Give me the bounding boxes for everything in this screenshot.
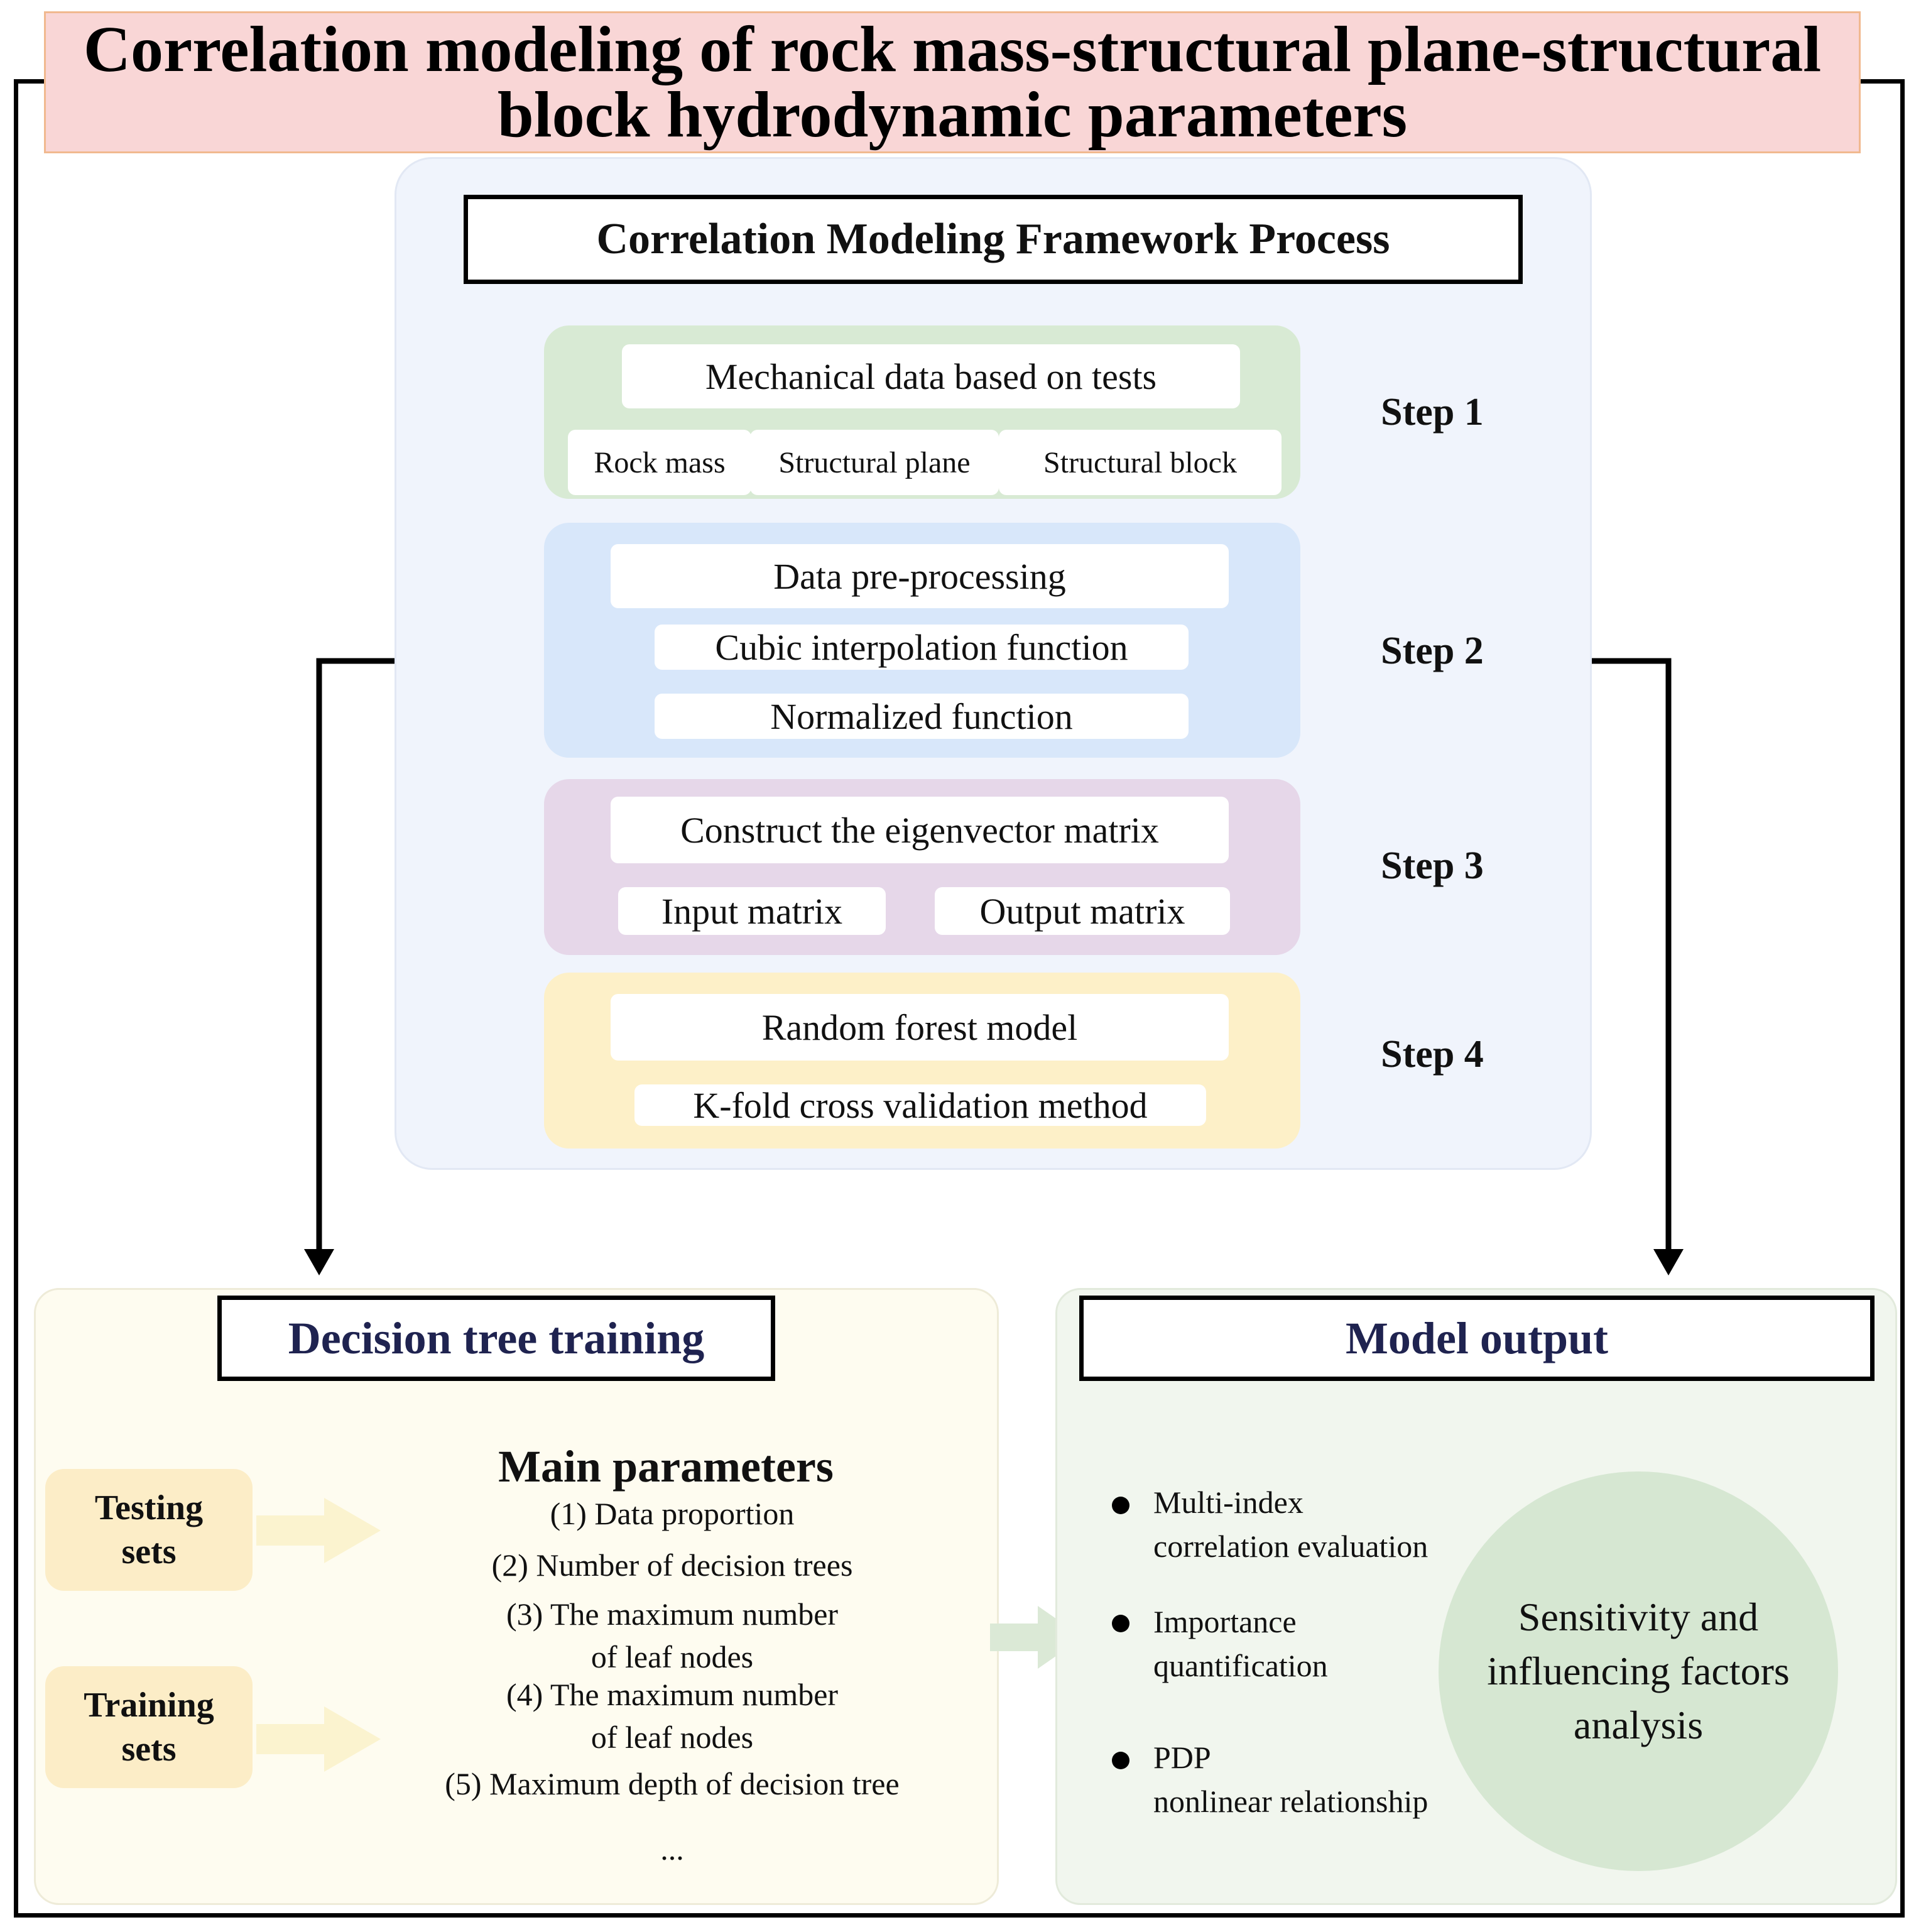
training-sets-box: Training sets <box>45 1666 253 1788</box>
bullet-dot-2 <box>1112 1615 1129 1632</box>
step3-item-input-matrix: Input matrix <box>618 887 886 935</box>
param-max-leaf-nodes-2: (4) The maximum number of leaf nodes <box>506 1677 839 1755</box>
step2-label: Step 2 <box>1381 629 1484 672</box>
diagram-title: Correlation modeling of rock mass-struct… <box>44 11 1861 153</box>
right-connector-arrowhead <box>1653 1249 1684 1275</box>
sensitivity-circle: Sensitivity and influencing factors anal… <box>1439 1471 1838 1871</box>
step3-label: Step 3 <box>1381 844 1484 887</box>
param-number-of-trees: (2) Number of decision trees <box>491 1547 853 1583</box>
step2-item-cubic-interpolation: Cubic interpolation function <box>655 625 1189 670</box>
step2-item-normalized: Normalized function <box>655 694 1189 739</box>
step1-item-structural-plane: Structural plane <box>750 430 999 495</box>
main-parameters-heading: Main parameters <box>498 1441 834 1492</box>
left-connector-arrowhead <box>304 1249 334 1275</box>
step4-label: Step 4 <box>1381 1032 1484 1076</box>
step4-heading: Random forest model <box>611 994 1229 1061</box>
step3-item-output-matrix: Output matrix <box>935 887 1230 935</box>
bullet-importance: Importance quantification <box>1153 1604 1328 1683</box>
bullet-dot-3 <box>1112 1752 1129 1769</box>
step4-item-kfold: K-fold cross validation method <box>634 1084 1206 1126</box>
param-max-leaf-nodes-1: (3) The maximum number of leaf nodes <box>506 1596 839 1674</box>
framework-title: Correlation Modeling Framework Process <box>464 195 1523 284</box>
step3-heading: Construct the eigenvector matrix <box>611 797 1229 863</box>
step2-heading: Data pre-processing <box>611 544 1229 608</box>
param-max-depth: (5) Maximum depth of decision tree <box>445 1766 900 1801</box>
param-data-proportion: (1) Data proportion <box>550 1496 795 1531</box>
bullet-multi-index: Multi-index correlation evaluation <box>1153 1485 1429 1564</box>
step1-label: Step 1 <box>1381 390 1484 434</box>
param-ellipsis: ... <box>660 1831 684 1867</box>
testing-sets-box: Testing sets <box>45 1469 253 1591</box>
training-title: Decision tree training <box>217 1296 775 1381</box>
output-title: Model output <box>1079 1296 1875 1381</box>
step1-item-structural-block: Structural block <box>999 430 1282 495</box>
training-panel <box>34 1288 999 1905</box>
right-connector <box>1592 658 1672 1250</box>
step1-heading: Mechanical data based on tests <box>622 344 1240 408</box>
left-connector <box>316 658 395 1250</box>
bullet-dot-1 <box>1112 1497 1129 1514</box>
step1-item-rock-mass: Rock mass <box>568 430 751 495</box>
bullet-pdp: PDP nonlinear relationship <box>1153 1740 1429 1819</box>
